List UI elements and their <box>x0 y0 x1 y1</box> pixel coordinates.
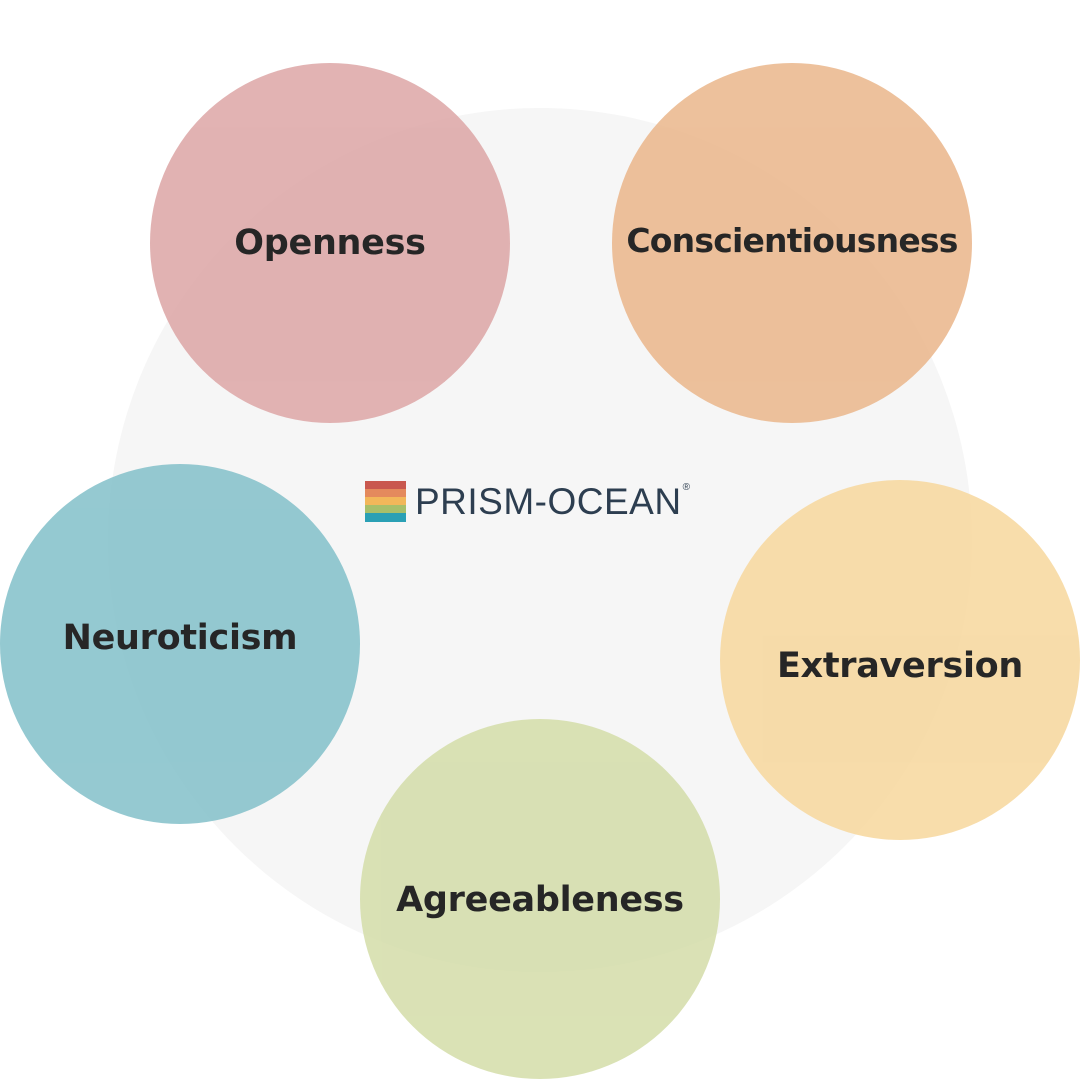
trait-label-conscientiousness: Conscientiousness <box>626 220 958 260</box>
trait-circle-agreeableness: Agreeableness <box>360 719 720 1079</box>
trait-label-agreeableness: Agreeableness <box>396 879 684 920</box>
trait-label-openness: Openness <box>234 222 426 263</box>
logo-stripe <box>365 513 406 522</box>
trait-label-extraversion: Extraversion <box>776 645 1024 686</box>
logo-stripe <box>365 505 406 514</box>
logo-stripe <box>365 480 406 489</box>
prism-ocean-logo: PRISM-OCEAN ® <box>365 480 690 522</box>
logo-stripe <box>365 496 406 506</box>
registered-mark: ® <box>682 482 690 493</box>
trait-label-neuroticism: Neuroticism <box>62 617 298 658</box>
trait-circle-neuroticism: Neuroticism <box>0 464 360 824</box>
trait-circle-extraversion: Extraversion <box>720 480 1080 840</box>
trait-circle-openness: Openness <box>150 63 510 423</box>
logo-stripe <box>365 488 406 497</box>
logo-stripes-icon <box>365 480 406 522</box>
trait-circle-conscientiousness: Conscientiousness <box>612 63 972 423</box>
logo-wordmark: PRISM-OCEAN <box>415 480 682 522</box>
